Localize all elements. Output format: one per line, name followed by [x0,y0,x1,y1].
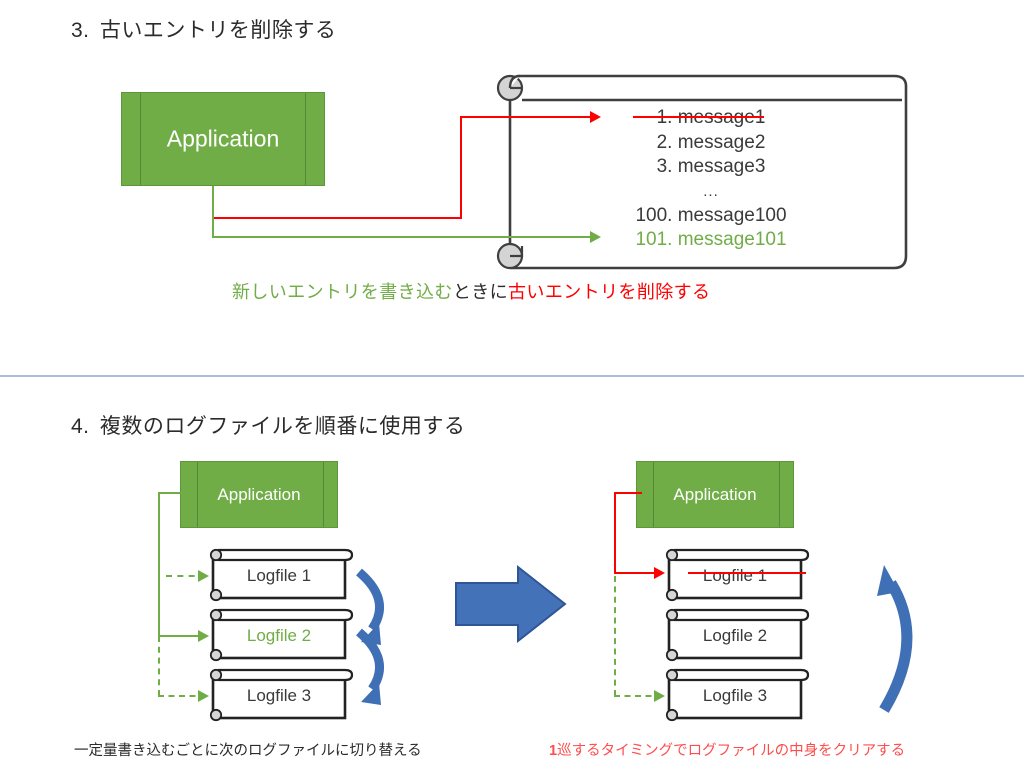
message-row-1: 1. message1 [656,107,766,128]
right-caption-prefix: 1 [549,743,558,759]
section-3-title-text: 古いエントリを削除する [99,19,337,42]
left-green-top-stub [158,492,186,494]
left-green-arrowhead-logfile1 [198,570,209,582]
message-row-3: 3. message3 [656,156,766,177]
app-divider-left [653,462,654,527]
section-4-title-text: 複数のログファイルを順番に使用する [99,415,466,438]
logfile1-strikethrough [688,572,806,574]
left-green-trunk-solid [158,492,160,636]
logfile-label-right-3: Logfile 3 [702,686,768,705]
logfile-scroll-svg [665,548,810,602]
blue-curve-arrow-left-2 [355,628,384,705]
caption-black-part: ときに [452,282,509,302]
caption-red-part: 古いエントリを削除する [508,282,711,302]
message-list: 1. message1 2. message2 3. message3 ... … [596,106,826,253]
section-4-title: 4. 複数のログファイルを順番に使用する [71,410,465,440]
app-divider-right [323,462,324,527]
application-label: Application [166,125,280,152]
message-row-2: 2. message2 [656,131,766,153]
green-connector-vertical [212,186,214,238]
section-3-caption: 新しいエントリを書き込むときに古いエントリを削除する [232,278,710,304]
left-green-branch-logfile2 [158,635,206,637]
left-green-dashed-logfile1 [166,575,206,577]
green-connector-horizontal [212,236,591,238]
message-row-101: 101. message101 [635,229,787,250]
left-green-arrowhead-logfile3 [198,690,209,702]
left-caption: 一定量書き込むごとに次のログファイルに切り替える [74,743,422,759]
logfile-label-left-3: Logfile 3 [246,686,312,705]
application-label-left: Application [217,484,301,504]
section-4-number: 4. [71,415,90,438]
section-3-title: 3. 古いエントリを削除する [71,14,336,44]
right-caption: 1巡するタイミングでログファイルの中身をクリアする [549,739,905,760]
application-box-right: Application [636,461,794,528]
right-green-dashed-trunk [614,576,616,696]
caption-green-part: 新しいエントリを書き込む [232,282,453,302]
right-red-arrowhead [654,567,665,579]
logfile-scroll-svg [209,668,354,722]
app-divider-right [305,93,306,185]
logfile-label-left-2: Logfile 2 [246,626,312,645]
transition-block-arrow [455,564,567,644]
app-divider-right [779,462,780,527]
logfile-scroll-svg [209,608,354,662]
application-box-section3: Application [121,92,325,186]
logfile-box-left-2: Logfile 2 [205,606,354,662]
logfile-scroll-svg [209,548,354,602]
logfile-scroll-svg [665,668,810,722]
logfile-box-right-3: Logfile 3 [661,666,810,722]
red-arrowhead [590,111,601,123]
red-connector-horizontal-upper [460,116,591,118]
logfile-scroll-section3 [492,74,912,272]
logfile-box-left-3: Logfile 3 [205,666,354,722]
left-green-dashed-logfile3 [158,695,206,697]
red-connector-vertical [460,116,462,219]
blue-curve-arrow-left-1 [355,568,384,645]
right-red-trunk [614,492,616,574]
right-green-dashed-logfile3 [614,695,662,697]
application-box-left: Application [180,461,338,528]
section-divider [0,375,1024,377]
logfile-scroll-svg [665,608,810,662]
app-divider-left [140,93,141,185]
message-row-100: 100. message100 [635,204,787,226]
right-red-branch-logfile1 [614,572,662,574]
logfile-box-right-1: Logfile 1 [661,546,810,602]
logfile-box-left-1: Logfile 1 [205,546,354,602]
message1-strikethrough [633,116,764,118]
right-green-arrowhead [654,690,665,702]
scroll-shape-svg [496,74,908,270]
application-label-right: Application [673,484,757,504]
logfile-label-left-1: Logfile 1 [246,566,312,585]
message-row-ellipsis: ... [703,182,719,200]
left-green-arrowhead-logfile2 [198,630,209,642]
logfile-box-right-2: Logfile 2 [661,606,810,662]
right-caption-rest: 巡するタイミングでログファイルの中身をクリアする [557,743,906,759]
right-red-top-stub [614,492,642,494]
section-3-number: 3. [71,19,90,42]
blue-curve-arrow-right [877,565,913,713]
green-arrowhead [590,231,601,243]
logfile-label-right-2: Logfile 2 [702,626,768,645]
left-green-dashed-trunk-lower [158,636,160,696]
logfile-label-right-1: Logfile 1 [702,566,768,585]
app-divider-left [197,462,198,527]
red-connector-horizontal-lower [212,217,462,219]
